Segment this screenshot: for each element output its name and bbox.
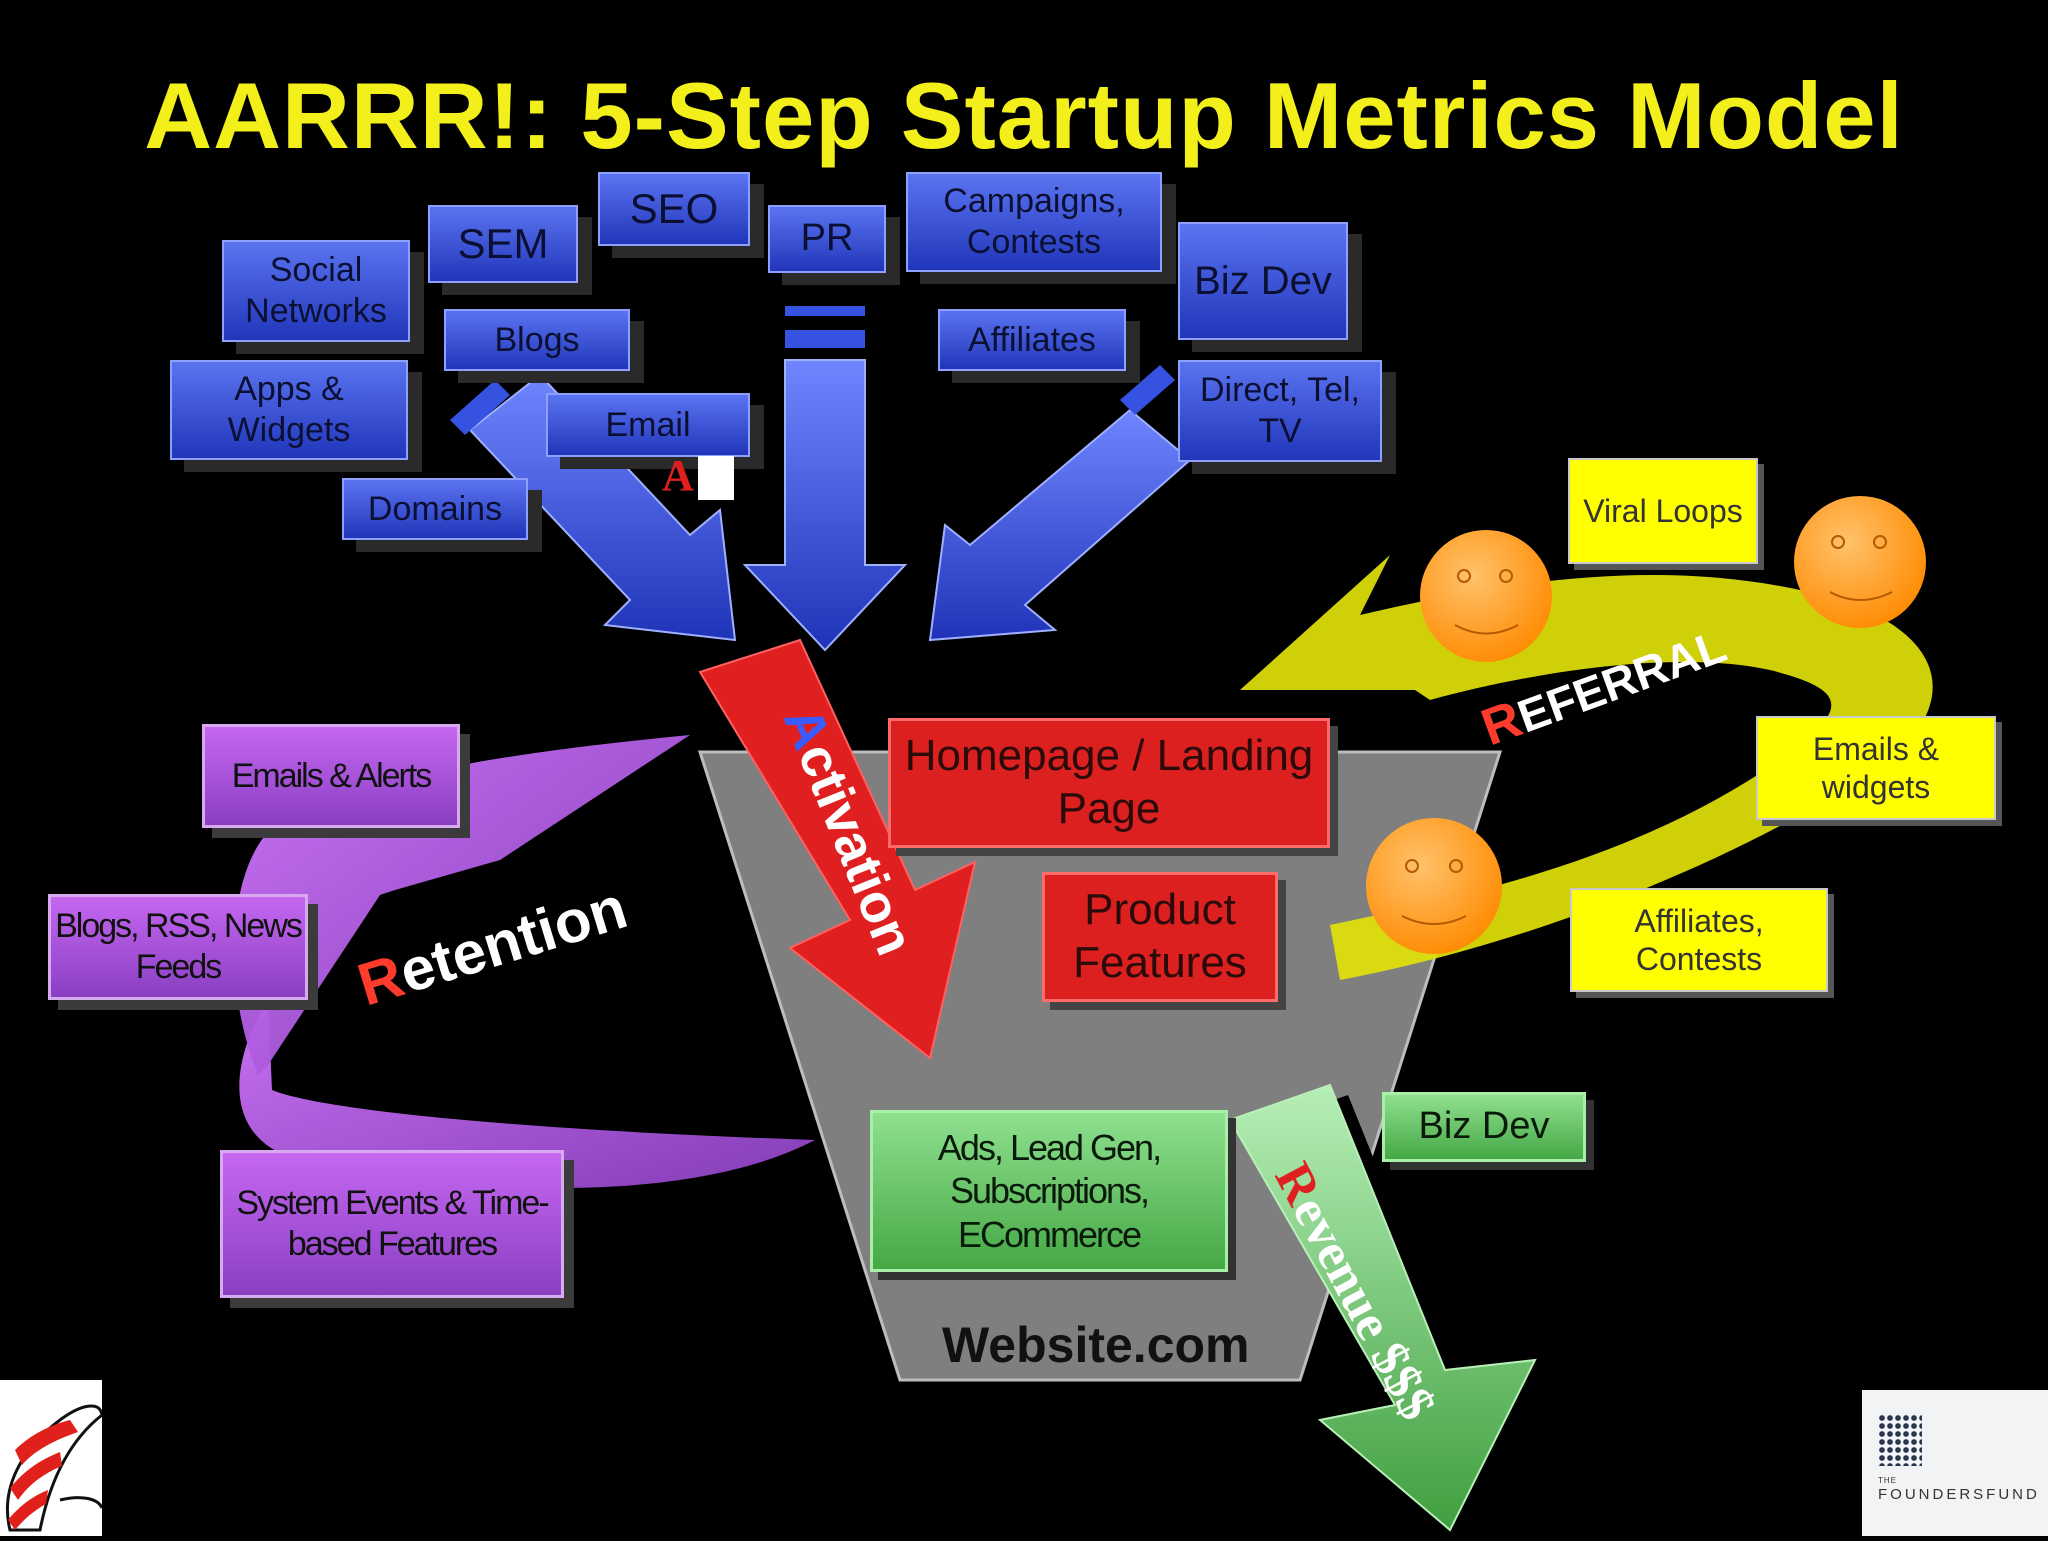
source-social-networks: Social Networks [222, 240, 410, 342]
founders-fund-top: THE [1878, 1476, 1897, 1485]
source-email: Email [546, 393, 750, 457]
source-campaigns-contests: Campaigns, Contests [906, 172, 1162, 272]
acquisition-label-fragment: A [662, 451, 694, 500]
referral-arrow [1240, 555, 1933, 980]
founders-fund-logo: THE FOUNDERSFUND [1862, 1390, 2048, 1536]
source-apps-widgets: Apps & Widgets [170, 360, 408, 460]
referral-emails-widgets-box: Emails & widgets [1756, 716, 1996, 820]
founders-fund-name: FOUNDERSFUND [1878, 1486, 2040, 1503]
referral-viral-loops-box: Viral Loops [1568, 458, 1758, 564]
source-domains: Domains [342, 478, 528, 540]
source-sem: SEM [428, 205, 578, 283]
revenue-streams-box: Ads, Lead Gen, Subscriptions, ECommerce [870, 1110, 1228, 1272]
source-pr: PR [768, 205, 886, 273]
smiley-icon-3 [1366, 818, 1502, 954]
acquisition-label-mask [698, 456, 734, 500]
activation-product-features-box: Product Features [1042, 872, 1278, 1002]
retention-emails-alerts-box: Emails & Alerts [202, 724, 460, 828]
activation-homepage-box: Homepage / Landing Page [888, 718, 1330, 848]
activation-arrow [698, 638, 977, 1060]
source-direct-tel-tv: Direct, Tel, TV [1178, 360, 1382, 462]
source-affiliates: Affiliates [938, 309, 1126, 371]
retention-system-events-box: System Events & Time-based Features [220, 1150, 564, 1298]
smiley-icon-2 [1794, 496, 1926, 628]
retention-blogs-rss-box: Blogs, RSS, News Feeds [48, 894, 308, 1000]
referral-affiliates-contests-box: Affiliates, Contests [1570, 888, 1828, 992]
website-label: Website.com [942, 1317, 1250, 1373]
slide-title: AARRR!: 5-Step Startup Metrics Model [144, 63, 1904, 168]
cat-hat-icon [5, 1404, 104, 1532]
founders-fund-dots-icon [1878, 1414, 1922, 1466]
smiley-icon-1 [1420, 530, 1552, 662]
source-seo: SEO [598, 172, 750, 246]
source-blogs: Blogs [444, 309, 630, 371]
revenue-biz-dev-box: Biz Dev [1382, 1092, 1586, 1162]
cat-in-hat-logo [0, 1380, 104, 1536]
retention-arrow [239, 1000, 815, 1188]
source-biz-dev: Biz Dev [1178, 222, 1348, 340]
